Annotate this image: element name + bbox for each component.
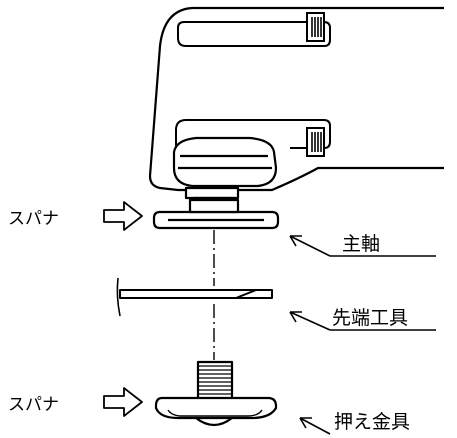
label-spanner-bottom: スパナ bbox=[8, 395, 59, 415]
clamp-fitting bbox=[154, 360, 278, 427]
upper-vent-icon bbox=[306, 12, 325, 42]
spanner-arrow-top-icon bbox=[103, 201, 143, 231]
lower-grip-recess bbox=[175, 119, 331, 150]
label-tip-tool: 先端工具 bbox=[332, 307, 408, 329]
spanner-arrow-bottom-icon bbox=[103, 387, 143, 417]
tool-body bbox=[148, 6, 444, 192]
label-spanner-top: スパナ bbox=[8, 209, 59, 229]
tip-tool-blade bbox=[116, 277, 273, 317]
label-spindle: 主軸 bbox=[342, 233, 380, 255]
leader-clamp-fitting bbox=[299, 417, 331, 435]
label-clamp-fitting: 押え金具 bbox=[334, 411, 410, 433]
spindle-flange bbox=[152, 198, 280, 230]
upper-grip-recess bbox=[177, 21, 331, 47]
lower-vent-icon bbox=[306, 127, 325, 157]
spindle-collar bbox=[172, 136, 278, 188]
leader-tip-tool bbox=[289, 311, 436, 331]
leader-spindle bbox=[289, 235, 436, 257]
